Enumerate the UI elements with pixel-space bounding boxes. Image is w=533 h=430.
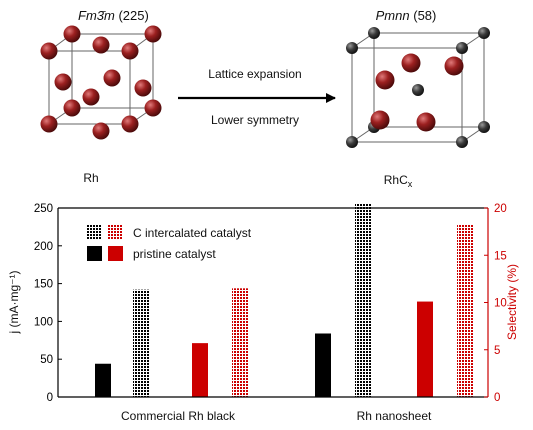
rh-unit-cell (40, 25, 162, 140)
rh-atom (375, 70, 395, 90)
legend-swatch-grid-black (87, 225, 102, 240)
bar-chart: 0 50 100 150 200 250 0 5 10 15 20 j (mA·mg⁻¹) Sel… (7, 203, 519, 423)
rh-atom (401, 53, 421, 73)
rh-atom (92, 122, 110, 140)
c-atom (478, 121, 490, 133)
bar-left-grid-1 (355, 203, 371, 397)
right-tick-label: 10 (494, 298, 507, 310)
rh-atom (370, 110, 390, 130)
rh-atom (103, 69, 121, 87)
legend-swatch-solid-black (87, 246, 102, 261)
right-tick-label: 20 (494, 203, 507, 215)
right-axis-label: Selectivity (%) (505, 264, 519, 340)
bars (95, 203, 473, 397)
rh-atom (92, 36, 110, 54)
rh-atom (121, 115, 139, 133)
legend-swatch-grid-red (108, 225, 123, 240)
rh-atom (444, 56, 464, 76)
c-atom (456, 42, 468, 54)
c-atom (346, 42, 358, 54)
rhcx-unit-cell (346, 27, 490, 148)
right-tick-label: 5 (494, 345, 500, 357)
right-ticks: 0 5 10 15 20 (484, 203, 507, 404)
left-compound-label: Rh (83, 171, 98, 185)
left-tick-label: 0 (47, 392, 53, 404)
rh-atom (416, 112, 436, 132)
rh-atom (121, 42, 139, 60)
left-space-group: Fm3̄m (225) (78, 8, 149, 23)
right-tick-label: 15 (494, 250, 507, 262)
left-axis-label: j (mA·mg⁻¹) (7, 271, 21, 335)
category-label-0: Commercial Rh black (121, 409, 236, 423)
legend: C intercalated catalyst pristine catalys… (87, 225, 252, 261)
c-atom (478, 27, 490, 39)
right-tick-label: 0 (494, 392, 500, 404)
rh-atom (82, 88, 100, 106)
left-tick-label: 200 (34, 241, 53, 253)
right-space-group: Pmnn (58) (376, 8, 437, 23)
bar-right-solid-0 (192, 343, 208, 397)
arrow-text-bottom: Lower symmetry (211, 113, 299, 127)
rh-atom (144, 25, 162, 43)
legend-swatch-solid-red (108, 246, 123, 261)
bar-left-solid-1 (315, 333, 331, 397)
rh-atom (40, 115, 58, 133)
rh-atom (144, 99, 162, 117)
left-tick-label: 250 (34, 203, 53, 215)
left-tick-label: 100 (34, 316, 53, 328)
c-atom (346, 136, 358, 148)
left-tick-label: 50 (40, 354, 53, 366)
c-atom (456, 136, 468, 148)
bar-right-grid-0 (232, 288, 248, 397)
bar-right-solid-1 (417, 301, 433, 397)
arrow-text-top: Lattice expansion (208, 67, 301, 81)
rh-atom (54, 73, 72, 91)
bar-left-solid-0 (95, 363, 111, 397)
bar-left-grid-0 (133, 289, 149, 397)
legend-label-pristine: pristine catalyst (133, 247, 216, 261)
category-label-1: Rh nanosheet (357, 409, 432, 423)
crystal-structures: Fm3̄m (225) Rh Lattice expansion Lower s… (40, 8, 490, 189)
rh-atom (40, 42, 58, 60)
rh-atom (63, 99, 81, 117)
c-atom (412, 84, 424, 96)
left-tick-label: 150 (34, 279, 53, 291)
rh-atom (134, 79, 152, 97)
left-ticks: 0 50 100 150 200 250 (34, 203, 62, 404)
rh-atom (63, 25, 81, 43)
bar-right-grid-1 (457, 225, 473, 397)
legend-label-intercalated: C intercalated catalyst (133, 226, 252, 240)
right-compound-label: RhCx (384, 173, 413, 189)
c-atom (368, 27, 380, 39)
